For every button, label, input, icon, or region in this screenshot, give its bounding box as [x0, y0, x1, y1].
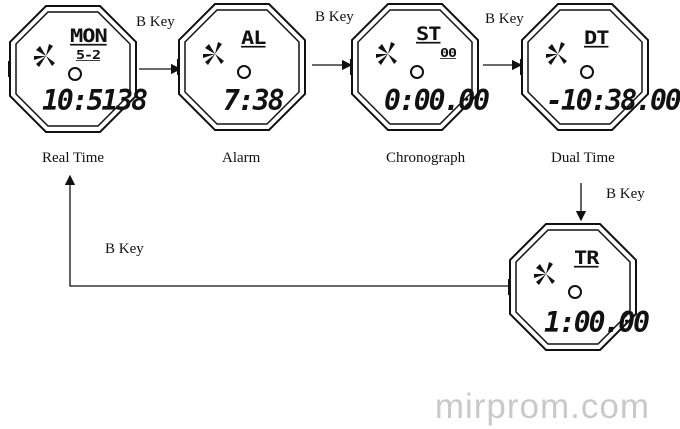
- time-readout: 1:00.00: [544, 306, 650, 339]
- signal-icon: [546, 42, 567, 65]
- watch-face: [520, 3, 649, 131]
- key-label-1: B Key: [136, 14, 175, 30]
- signal-icon: [203, 42, 224, 65]
- mode-label: AL: [241, 28, 266, 50]
- key-label-4: B Key: [606, 186, 645, 202]
- watch-face: [350, 3, 479, 131]
- key-label-2: B Key: [315, 9, 354, 25]
- arrow-timer-to-realtime: [64, 174, 508, 287]
- key-label-5: B Key: [105, 241, 144, 257]
- mode-label: MON: [70, 26, 108, 48]
- light-icon: [237, 65, 251, 79]
- watch-dual-time: DT -10:38.00: [520, 2, 680, 132]
- date-label: 5-2: [76, 48, 101, 63]
- watch-alarm: AL 7:38: [177, 2, 307, 132]
- sub-label: 00: [440, 46, 457, 61]
- watch-face: [508, 223, 637, 351]
- signal-icon: [534, 262, 555, 285]
- caption-real-time: Real Time: [42, 150, 105, 166]
- light-icon: [580, 65, 594, 79]
- signal-icon: [34, 44, 55, 67]
- time-readout: 10:5138: [42, 84, 148, 117]
- mode-label: TR: [574, 248, 599, 270]
- mode-label: ST: [416, 24, 441, 46]
- watch-timer: TR 1:00.00: [508, 222, 650, 352]
- caption-chronograph: Chronograph: [386, 150, 466, 166]
- key-label-3: B Key: [485, 11, 524, 27]
- flow-arrows: [64, 59, 587, 287]
- light-icon: [68, 67, 82, 81]
- time-readout: -10:38.00: [546, 84, 680, 117]
- caption-alarm: Alarm: [222, 150, 261, 166]
- mode-label: DT: [584, 28, 609, 50]
- watch-chronograph: ST 00 0:00.00: [350, 2, 490, 132]
- signal-icon: [376, 42, 397, 65]
- time-readout: 0:00.00: [384, 84, 490, 117]
- caption-dual-time: Dual Time: [551, 150, 615, 166]
- light-icon: [568, 285, 582, 299]
- light-icon: [410, 65, 424, 79]
- watch-real-time: MON 5-2 10:5138: [8, 4, 148, 134]
- watch-face: [177, 3, 306, 131]
- watermark: mirprom.com: [434, 387, 650, 426]
- time-readout: 7:38: [223, 84, 284, 117]
- watch-face: [8, 5, 137, 133]
